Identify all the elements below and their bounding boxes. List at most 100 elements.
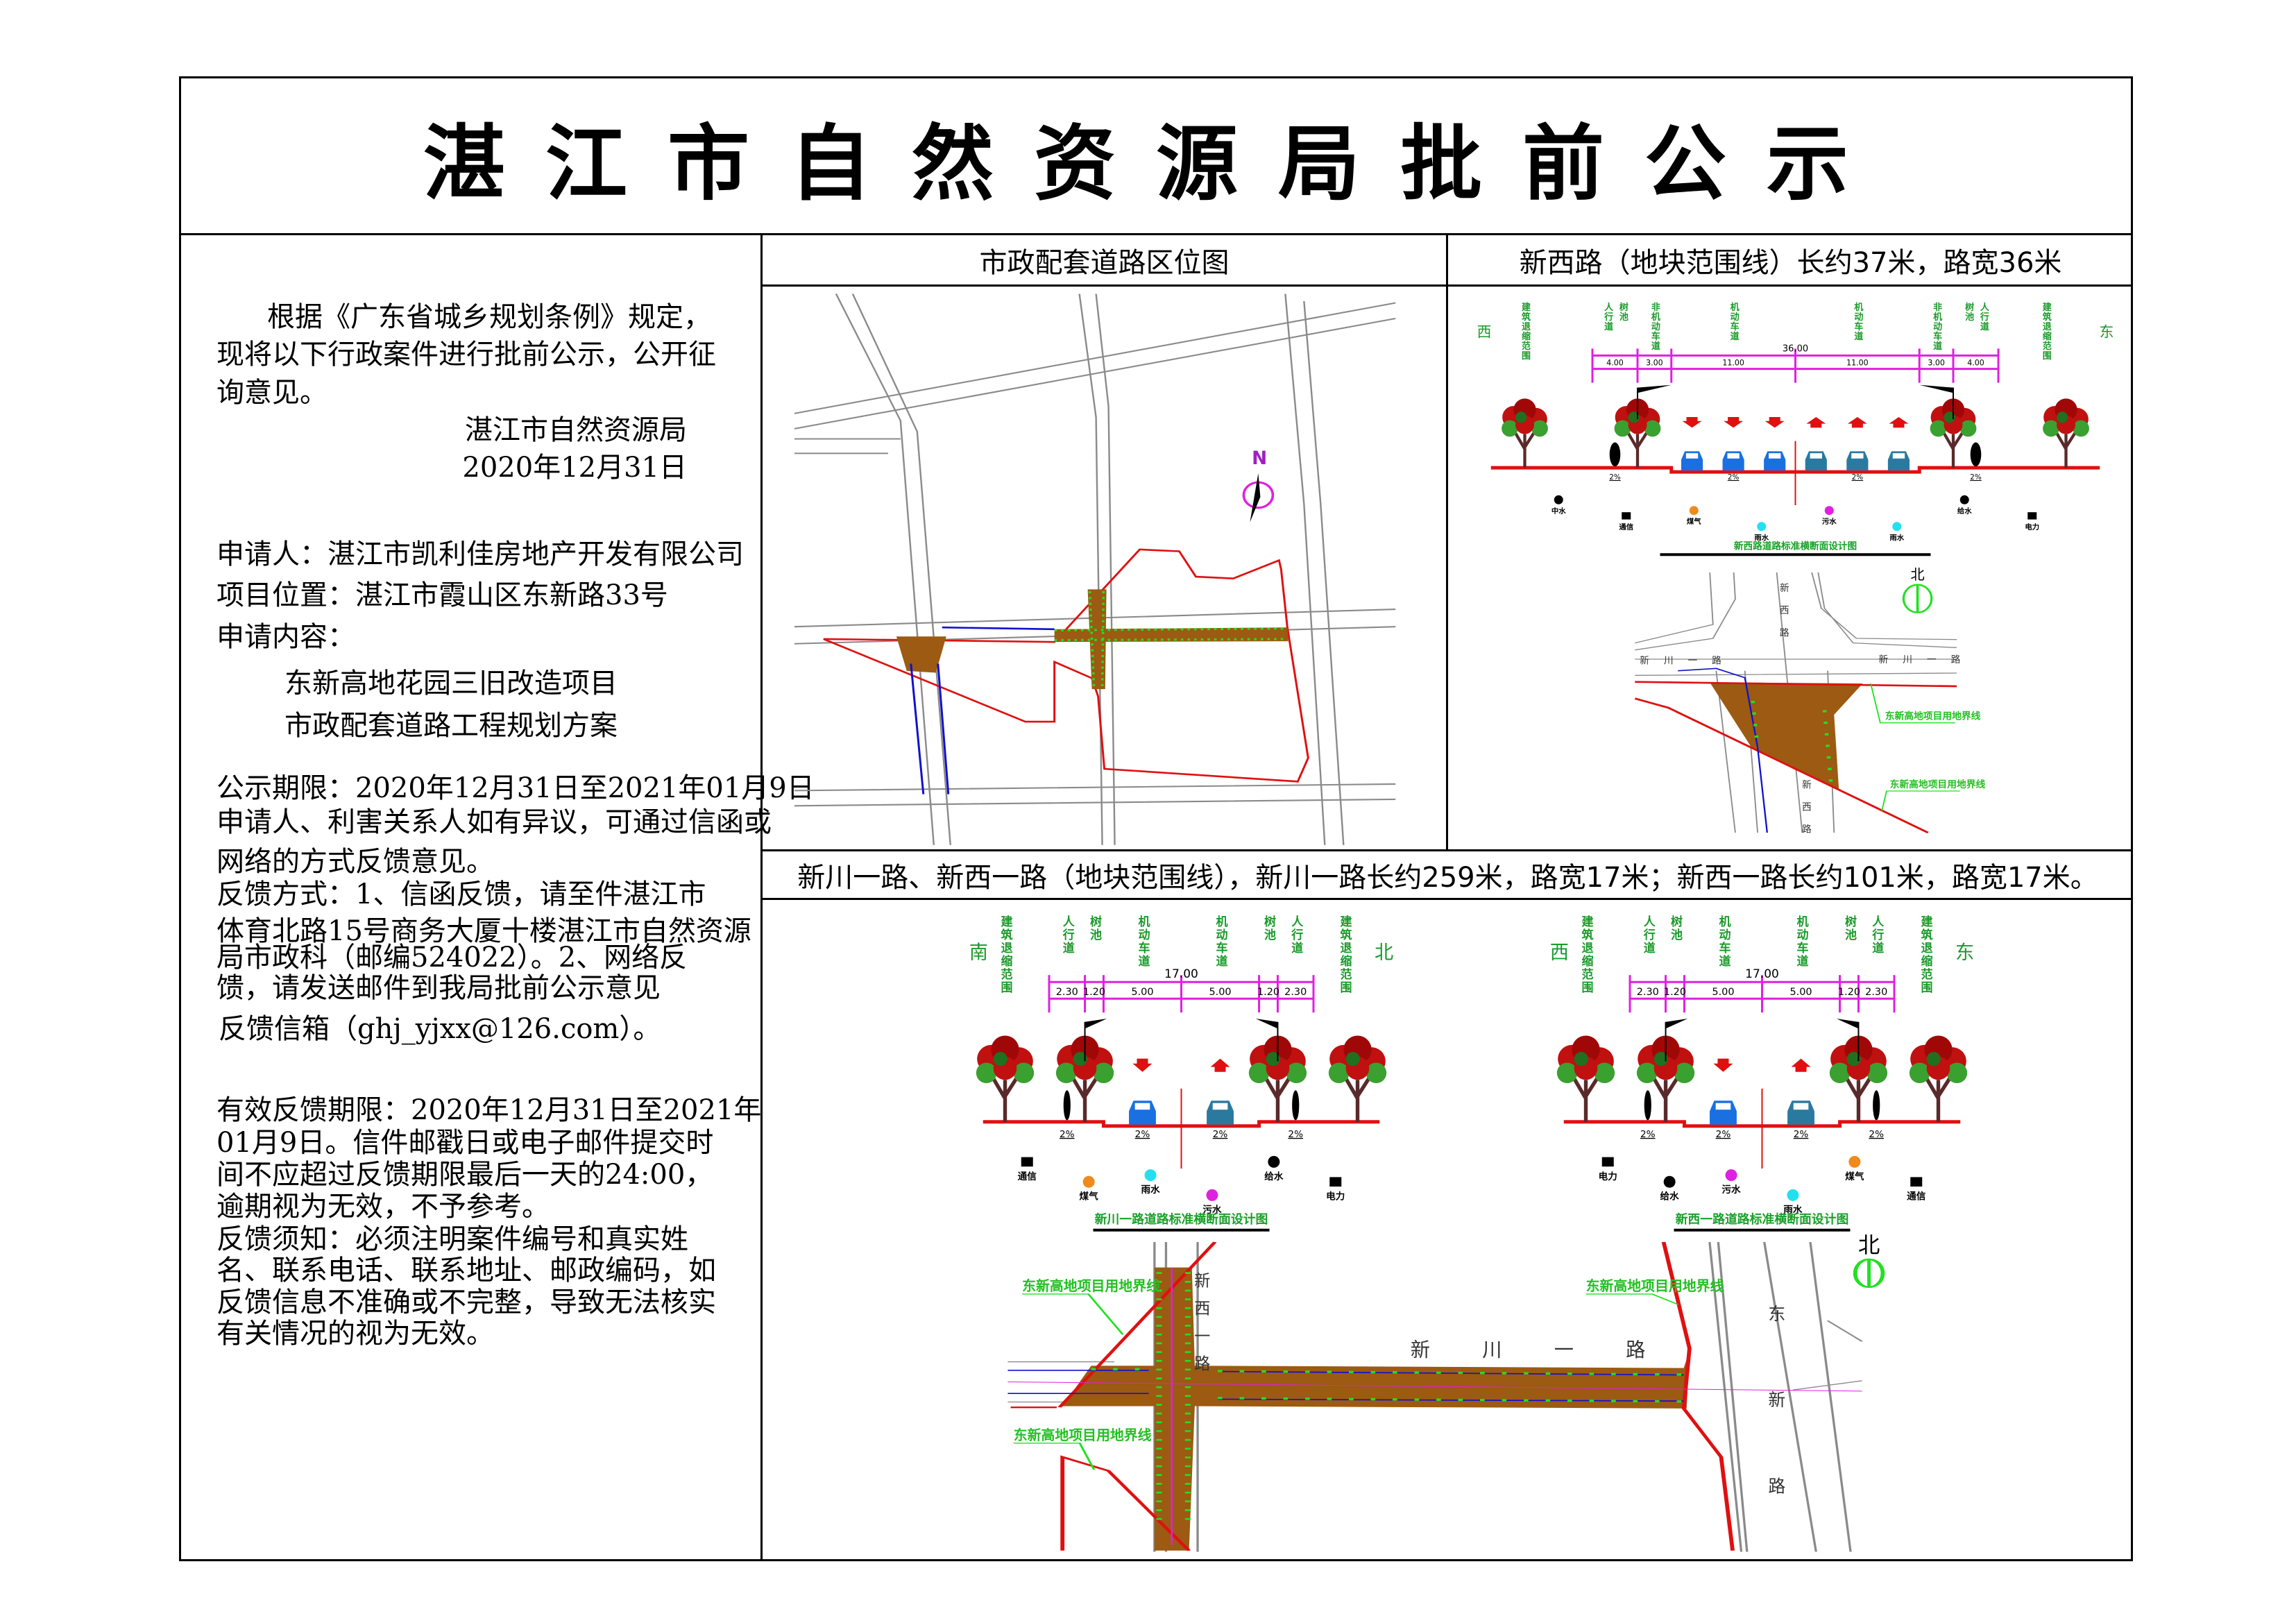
- feedback-email[interactable]: 反馈信箱（ghj_yjxx@126.com）。: [219, 1013, 661, 1045]
- direction-arrow-icon: [1713, 1058, 1733, 1072]
- total-width: 17.00: [1745, 967, 1779, 981]
- tree-canopy: [1286, 1062, 1307, 1084]
- tree-canopy: [1073, 1052, 1087, 1067]
- utility-item: 通信: [1619, 512, 1634, 532]
- requirement-line: 反馈信息不准确或不完整，导致无法核实: [216, 1286, 716, 1318]
- direction-arrow-icon: [1724, 416, 1744, 428]
- tree-canopy: [1328, 1062, 1350, 1084]
- tree-canopy: [1653, 1052, 1668, 1067]
- tree-canopy: [1556, 1062, 1578, 1084]
- feedback-line: 反馈方式：1、信函反馈，请至件湛江市: [216, 878, 706, 910]
- tree-icon: [2043, 398, 2089, 468]
- road-name: 新西路: [1800, 779, 1812, 846]
- boundary-label: 东新高地项目用地界线: [1890, 779, 1986, 790]
- lane-label: 机动车道: [1214, 915, 1228, 968]
- direction-arrow-icon: [1847, 416, 1867, 428]
- valid-line: 间不应超过反馈期限最后一天的24:00，: [216, 1159, 713, 1191]
- tree-canopy: [1093, 1062, 1114, 1084]
- tree-canopy: [1594, 1062, 1615, 1084]
- direction-arrow-icon: [1764, 416, 1785, 428]
- tree-canopy: [1959, 420, 1977, 437]
- setback-label: 建筑退缩范围: [1918, 915, 1932, 994]
- utility-item: 电力: [1326, 1177, 1345, 1203]
- tree-canopy: [1055, 1062, 1077, 1084]
- street-lamp-head: [1919, 384, 1953, 393]
- lane-label: 机动车道: [1794, 915, 1809, 968]
- car-window: [1212, 1103, 1228, 1110]
- utility-duct-icon: [2027, 512, 2037, 520]
- svg-text:北: 北: [1858, 1233, 1880, 1258]
- utility-pipe-icon: [1663, 1175, 1676, 1188]
- direction-arrow-icon: [1806, 416, 1826, 428]
- tree-icon: [1556, 1035, 1615, 1122]
- direction-arrow-icon: [1889, 416, 1909, 428]
- tree-canopy: [1502, 420, 1518, 437]
- utility-item: 给水: [1264, 1155, 1284, 1182]
- utility-label: 电力: [1599, 1171, 1617, 1182]
- segment-width: 3.00: [1928, 359, 1945, 368]
- lane-label: 非机动车道: [1931, 302, 1942, 351]
- segment-width: 1.20: [1664, 987, 1686, 998]
- valid-line: 01月9日。信件邮戳日或电子邮件提交时: [216, 1127, 714, 1159]
- planned-road: [1710, 682, 1863, 789]
- feedback-line: 局市政科（邮编524022）。2、网络反: [216, 942, 688, 974]
- tree-icon: [1829, 1035, 1888, 1122]
- notice-date: 2020年12月31日: [462, 452, 687, 484]
- road-name: 新西路: [1778, 583, 1789, 649]
- utility-label: 煤气: [1080, 1191, 1099, 1203]
- utility-label: 雨水: [1141, 1184, 1160, 1196]
- utility-label: 给水: [1660, 1191, 1680, 1203]
- intro-line: 根据《广东省城乡规划条例》规定，: [267, 301, 711, 333]
- tree-canopy: [1574, 1052, 1588, 1067]
- section-title: 新西路道路标准横断面设计图: [1734, 541, 1857, 552]
- road-name: 新 川 一 路: [1879, 654, 1966, 665]
- car-window: [1793, 1103, 1809, 1110]
- tree-canopy: [1248, 1062, 1270, 1084]
- divider: [760, 898, 2133, 900]
- slope-label: 2%: [1135, 1129, 1150, 1140]
- pedestrian-icon: [1970, 442, 1982, 467]
- direction-left: 南: [969, 942, 988, 964]
- lane-label: 树池: [1842, 915, 1857, 942]
- tree-canopy: [1644, 420, 1661, 437]
- segment-width: 2.30: [1637, 987, 1659, 998]
- car-window: [1134, 1103, 1150, 1110]
- lane-label: 机动车道: [1852, 302, 1863, 341]
- utility-label: 污水: [1721, 1184, 1741, 1196]
- lane-label: 非机动车道: [1649, 302, 1660, 351]
- lane-label: 树池: [1261, 915, 1276, 942]
- segment-width: 5.00: [1789, 987, 1812, 998]
- utility-duct-icon: [1329, 1177, 1342, 1187]
- slope-label: 2%: [1728, 473, 1740, 482]
- boundary-label: 东新高地项目用地界线: [1885, 711, 1981, 722]
- boundary-label: 东新高地项目用地界线: [1022, 1278, 1160, 1294]
- utility-pipe-icon: [1082, 1175, 1095, 1188]
- notice-frame: [179, 76, 2133, 1561]
- car-window: [1892, 453, 1905, 459]
- utility-item: 通信: [1018, 1157, 1037, 1182]
- utility-item: 雨水: [1783, 1189, 1803, 1216]
- pipeline: [910, 626, 1055, 794]
- divider: [760, 233, 763, 1561]
- tree-canopy: [1944, 411, 1955, 423]
- setback-label: 建筑退缩范围: [1337, 915, 1352, 994]
- svg-text:N: N: [1252, 448, 1267, 469]
- road-name: 新 川 一 路: [1411, 1339, 1669, 1361]
- setback-label: 建筑退缩范围: [998, 915, 1013, 994]
- car-window: [1715, 1103, 1731, 1110]
- slope-label: 2%: [1640, 1129, 1656, 1140]
- bottom-header: 新川一路、新西一路（地块范围线），新川一路长约259米，路宽17米；新西一路长约…: [797, 861, 2098, 894]
- lane-label: 树池: [1087, 915, 1102, 942]
- utility-label: 中水: [1551, 507, 1566, 516]
- utility-item: 电力: [2025, 512, 2039, 532]
- direction-arrow-icon: [1210, 1058, 1230, 1072]
- segment-width: 1.20: [1083, 987, 1105, 998]
- utility-pipe-icon: [1725, 1169, 1737, 1182]
- divider: [760, 849, 2133, 851]
- street-lamp-head: [1085, 1019, 1107, 1029]
- utility-duct-icon: [1910, 1177, 1923, 1187]
- callout-line: [1870, 683, 1960, 811]
- content-line: 市政配套道路工程规划方案: [284, 710, 618, 742]
- tree-icon: [976, 1035, 1035, 1122]
- tree-canopy: [1829, 1062, 1851, 1084]
